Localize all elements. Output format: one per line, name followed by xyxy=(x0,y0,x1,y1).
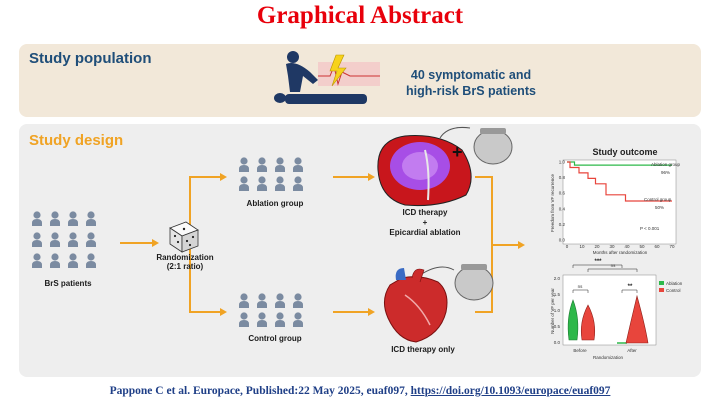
control-pct-label: 50% xyxy=(655,205,664,210)
sig-label-1: *** xyxy=(594,259,602,265)
violin-xlabel: Randomization xyxy=(593,355,624,360)
km-xlabel: Months after randomization xyxy=(593,250,648,255)
sig-label-2: ns xyxy=(611,263,617,268)
control-group-label: Control group xyxy=(644,197,672,202)
violin-control-after xyxy=(625,294,649,344)
violin-ylabel: Number of VF per year xyxy=(550,288,555,334)
doi-link[interactable]: https://doi.org/10.1093/europace/euaf097 xyxy=(410,385,611,397)
km-chart: 0 10 20 30 40 50 60 70 0.0 0.2 0.4 0.6 0.8 1.0 xyxy=(559,160,677,250)
ablation-curve xyxy=(567,161,672,166)
svg-text:0.0: 0.0 xyxy=(554,340,561,345)
heart-icon xyxy=(384,268,448,343)
randomization-label: Randomization (2:1 ratio) xyxy=(145,253,225,271)
icd-ablation-plus: + xyxy=(422,218,428,227)
pvalue-label: P < 0.001 xyxy=(640,226,660,231)
dice-icon xyxy=(169,221,199,253)
km-ylabel: Freedom from VF recurrence xyxy=(550,174,555,233)
km-x-tick: 40 xyxy=(624,244,630,249)
population-line-1: 40 symptomatic and xyxy=(410,68,532,82)
sig-label-4: ** xyxy=(628,284,633,290)
km-y-tick: 0.0 xyxy=(559,238,566,243)
km-x-tick: 10 xyxy=(579,244,585,249)
km-x-tick: 20 xyxy=(594,244,600,249)
violin-x-after: After xyxy=(627,348,637,353)
km-y-tick: 0.2 xyxy=(559,222,566,227)
legend-swatch-ablation xyxy=(659,281,664,285)
violin-control-before xyxy=(580,304,596,341)
randomization-line-1: Randomization xyxy=(156,253,214,262)
icd-ablation-label: ICD therapy + Epicardial ablation xyxy=(375,208,475,238)
km-y-tick: 1.0 xyxy=(559,160,566,165)
significance-brackets xyxy=(572,264,638,293)
km-y-tick: 0.6 xyxy=(559,191,566,196)
brs-patients-label: BrS patients xyxy=(44,279,92,288)
km-x-tick: 50 xyxy=(639,244,645,249)
km-axis-ticks: 0 10 20 30 40 50 60 70 0.0 0.2 0.4 0.6 0.8 1.0 xyxy=(559,160,675,250)
km-y-tick: 0.4 xyxy=(559,206,566,211)
icd-ablation-line-2: Epicardial ablation xyxy=(389,228,461,237)
ablation-pct-label: 96% xyxy=(661,170,670,175)
flow-arrows xyxy=(120,176,518,313)
icd-only-label: ICD therapy only xyxy=(391,345,455,354)
km-x-tick: 0 xyxy=(566,244,569,249)
control-curve xyxy=(567,161,672,202)
sig-label-3: ns xyxy=(578,284,584,289)
citation: Pappone C et al. Europace, Published:22 … xyxy=(0,385,720,397)
citation-text: Pappone C et al. Europace, Published:22 … xyxy=(109,385,411,397)
icd-ablation-line-1: ICD therapy xyxy=(402,208,448,217)
plus-sign: + xyxy=(452,142,463,162)
control-group-icon xyxy=(239,293,303,327)
randomization-line-2: (2:1 ratio) xyxy=(166,262,204,271)
violin-chart: 0.0 0.5 1.0 1.5 2.0 *** ns ns ** Ablatio… xyxy=(550,259,683,360)
legend-control: Control xyxy=(666,288,681,293)
km-y-tick: 0.8 xyxy=(559,175,566,180)
study-design-title: Study design xyxy=(29,132,124,149)
icd-device-icon xyxy=(439,127,513,165)
ablation-group-icon xyxy=(239,157,303,191)
svg-text:1.0: 1.0 xyxy=(554,308,561,313)
population-description: 40 symptomatic and high-risk BrS patient… xyxy=(391,67,551,99)
km-x-tick: 60 xyxy=(654,244,660,249)
violin-ablation-before xyxy=(567,299,579,341)
population-line-2: high-risk BrS patients xyxy=(406,84,536,98)
km-x-tick: 30 xyxy=(609,244,615,249)
km-x-tick: 70 xyxy=(669,244,675,249)
legend-swatch-control xyxy=(659,288,664,292)
outcome-title: Study outcome xyxy=(592,147,657,157)
svg-text:0.5: 0.5 xyxy=(554,324,561,329)
violin-x-before: Before xyxy=(573,348,587,353)
epicardial-map-icon xyxy=(377,135,472,206)
violin-y-ticks: 0.0 0.5 1.0 1.5 2.0 xyxy=(554,276,561,345)
page-title: Graphical Abstract xyxy=(256,2,464,29)
cpr-illustration-icon xyxy=(274,51,380,104)
svg-text:1.5: 1.5 xyxy=(554,292,561,297)
brs-patients-icon xyxy=(32,211,96,268)
study-population-title: Study population xyxy=(29,50,152,67)
ablation-group-label: Ablation group xyxy=(246,199,304,208)
control-group-label: Control group xyxy=(248,334,302,343)
ablation-group-label: Ablation group xyxy=(651,162,681,167)
legend-ablation: Ablation xyxy=(666,281,683,286)
svg-text:2.0: 2.0 xyxy=(554,276,561,281)
arrow-heads xyxy=(152,173,525,316)
